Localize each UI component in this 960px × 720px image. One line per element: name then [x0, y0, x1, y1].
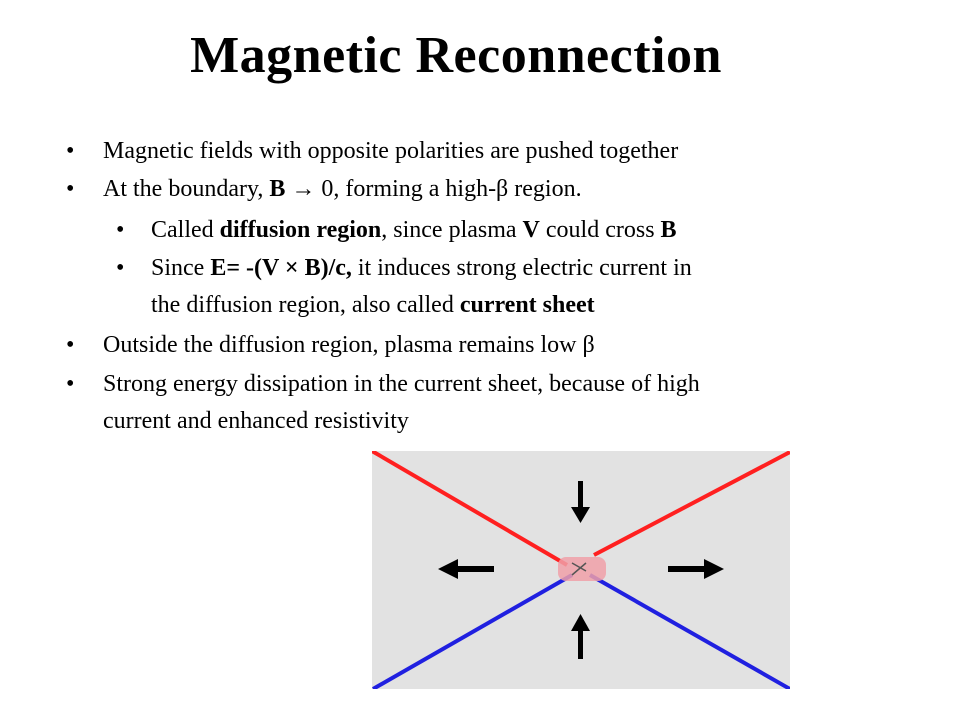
bullet-text: could cross: [539, 217, 661, 243]
bullet-marker: •: [66, 176, 75, 202]
field-line-upper-left: [372, 451, 569, 567]
bold-term-current-sheet: current sheet: [459, 292, 595, 318]
sub-bullet-marker: •: [116, 255, 125, 281]
bullet-item-boundary: At the boundary, B → 0, forming a high-β…: [103, 172, 582, 206]
arrow-right-icon: [668, 559, 724, 579]
bullet-item-low-beta: Outside the diffusion region, plasma rem…: [103, 328, 595, 362]
sub-bullet-continuation: the diffusion region, also called curren…: [151, 288, 595, 322]
bullet-text: Outside the diffusion region, plasma rem…: [103, 332, 595, 358]
bullet-text: Magnetic fields with opposite polarities…: [103, 138, 679, 164]
bold-symbol-b: B: [269, 176, 286, 202]
field-line-lower-right: [589, 573, 790, 689]
bullet-marker: •: [66, 138, 75, 164]
bullet-text: Strong energy dissipation in the current…: [103, 371, 700, 397]
sub-bullet-induced-current: Since E= -(V × B)/c, it induces strong e…: [151, 251, 692, 285]
bold-symbol-v: V: [522, 217, 540, 243]
reconnection-diagram-svg: [372, 451, 790, 689]
bold-equation: E= -(V × B)/c,: [210, 255, 352, 281]
bullet-text: , since plasma: [381, 217, 523, 243]
bullet-text: the diffusion region, also called: [151, 292, 460, 318]
reconnection-diagram: [372, 451, 790, 689]
bullet-marker: •: [66, 332, 75, 358]
bullet-text: Called: [151, 217, 220, 243]
bullet-text: current and enhanced resistivity: [103, 408, 409, 434]
bold-term-diffusion-region: diffusion region: [219, 217, 382, 243]
bullet-text: At the boundary,: [103, 176, 270, 202]
reconnection-x-point: [571, 562, 587, 576]
sub-bullet-marker: •: [116, 217, 125, 243]
slide-title: Magnetic Reconnection: [190, 27, 722, 84]
arrow-up-icon: [571, 614, 590, 659]
bold-symbol-b: B: [660, 217, 677, 243]
sub-bullet-diffusion-region: Called diffusion region, since plasma V …: [151, 213, 677, 247]
bullet-item-opposite-polarities: Magnetic fields with opposite polarities…: [103, 134, 678, 168]
bullet-item-continuation: current and enhanced resistivity: [103, 404, 409, 438]
bullet-text: → 0, forming a high-β region.: [285, 176, 582, 202]
bullet-item-energy-dissipation: Strong energy dissipation in the current…: [103, 367, 700, 401]
bullet-text: Since: [151, 255, 211, 281]
arrow-down-icon: [571, 481, 590, 523]
field-line-lower-left: [372, 573, 573, 689]
bullet-text: it induces strong electric current in: [351, 255, 692, 281]
bullet-marker: •: [66, 371, 75, 397]
field-line-upper-right: [593, 451, 790, 557]
arrow-left-icon: [438, 559, 494, 579]
